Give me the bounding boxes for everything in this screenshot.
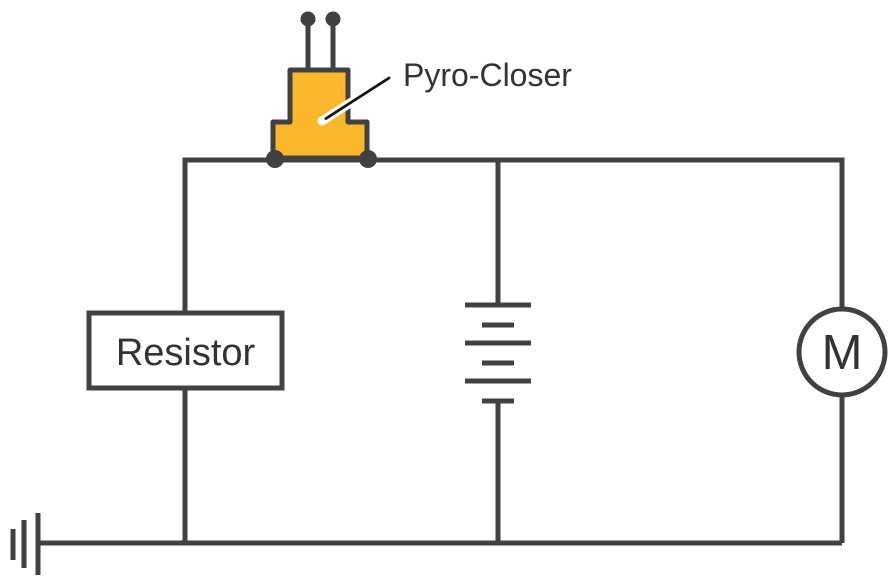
resistor-label: Resistor (116, 332, 256, 374)
motor-circle (796, 306, 888, 398)
pyro-terminal-dot-left (266, 150, 284, 168)
pyro-closer-component (266, 11, 377, 168)
leader-line (324, 76, 391, 120)
motor-component: M (796, 306, 888, 398)
battery-symbol (465, 302, 531, 404)
resistor-component: Resistor (86, 310, 285, 391)
pyro-pin-left-tip-dot (300, 11, 316, 27)
resistor-box (86, 310, 285, 391)
ground-symbol (10, 513, 41, 575)
pyro-pin-right-tip-dot (325, 11, 341, 27)
motor-label: M (822, 326, 863, 380)
pyro-closer-label: Pyro-Closer (403, 57, 572, 93)
pyro-closer-callout: Pyro-Closer (317, 57, 572, 126)
pyro-closer-body (270, 67, 370, 161)
pyro-terminal-dot-right (359, 150, 377, 168)
